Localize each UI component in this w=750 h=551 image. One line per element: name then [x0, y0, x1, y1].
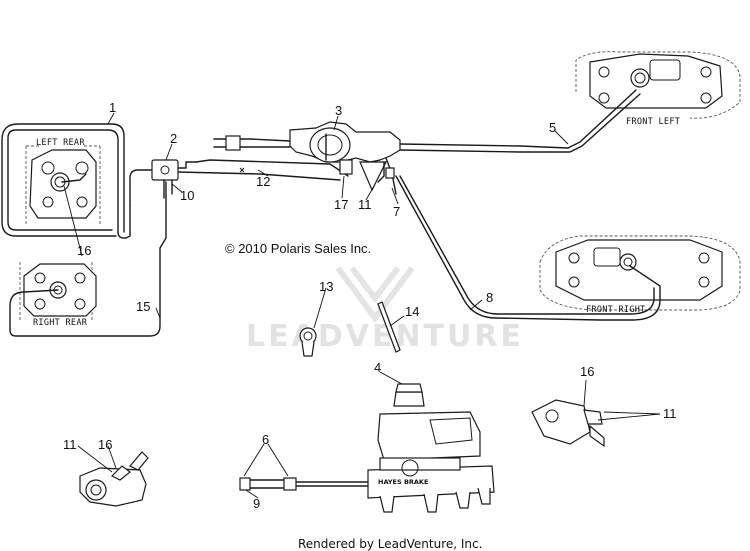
pin-14: [377, 301, 401, 353]
brake-line-12: [177, 159, 349, 181]
callout-11-rear: 11: [63, 437, 77, 452]
leadventure-watermark: LEADVENTURE: [246, 266, 524, 354]
callout-16-rear: 16: [77, 243, 91, 258]
callout-4: 4: [374, 360, 381, 375]
banjo-bolt-13: [299, 327, 317, 357]
front-right-caliper: FRONT RIGHT: [539, 235, 741, 315]
master-cylinder-brand: HAYES BRAKE: [378, 478, 428, 486]
rear-caliper-detail: [79, 451, 149, 507]
callout-15: 15: [136, 299, 150, 314]
brake-line-15: [9, 181, 167, 337]
distribution-block: [151, 159, 197, 199]
callout-6: 6: [262, 432, 269, 447]
callout-16-detail: 16: [98, 437, 112, 452]
footer-text: Rendered by LeadVenture, Inc.: [298, 537, 482, 551]
callout-10: 10: [180, 188, 194, 203]
push-rod: [239, 477, 369, 491]
brake-line-1: [1, 123, 153, 239]
callout-13: 13: [319, 279, 333, 294]
front-right-label: FRONT RIGHT: [586, 305, 646, 315]
left-rear-caliper: LEFT REAR: [25, 138, 101, 224]
right-rear-label: RIGHT REAR: [33, 318, 88, 328]
callout-17: 17: [334, 197, 348, 212]
right-rear-caliper: RIGHT REAR: [19, 262, 97, 328]
left-rear-label: LEFT REAR: [36, 138, 85, 148]
callout-numbers: 1 2 3 4 5 6 7 8 9 10 11 11 11 12 13 14 1…: [63, 100, 677, 511]
brake-line-8: [395, 175, 661, 321]
callout-1: 1: [109, 100, 116, 115]
callout-8: 8: [486, 290, 493, 305]
callout-11-front: 11: [663, 406, 677, 421]
callout-14: 14: [405, 304, 419, 319]
brake-line-5: [399, 89, 641, 153]
front-left-caliper: FRONT LEFT: [575, 51, 741, 127]
hydraulic-unit: [213, 121, 569, 195]
copyright-text: © 2010 Polaris Sales Inc.: [225, 241, 371, 256]
watermark-text: LEADVENTURE: [246, 319, 524, 354]
callout-9: 9: [253, 496, 260, 511]
callout-12: 12: [256, 174, 270, 189]
callout-3: 3: [335, 103, 342, 118]
front-left-label: FRONT LEFT: [626, 117, 680, 127]
callout-11-hydraulic: 11: [358, 197, 372, 212]
callout-16-front: 16: [580, 364, 594, 379]
front-caliper-detail: [531, 399, 605, 448]
callout-7: 7: [393, 204, 400, 219]
callout-2: 2: [170, 131, 177, 146]
master-cylinder: HAYES BRAKE: [367, 383, 495, 513]
callout-leaders: [63, 112, 661, 499]
callout-5: 5: [549, 120, 556, 135]
